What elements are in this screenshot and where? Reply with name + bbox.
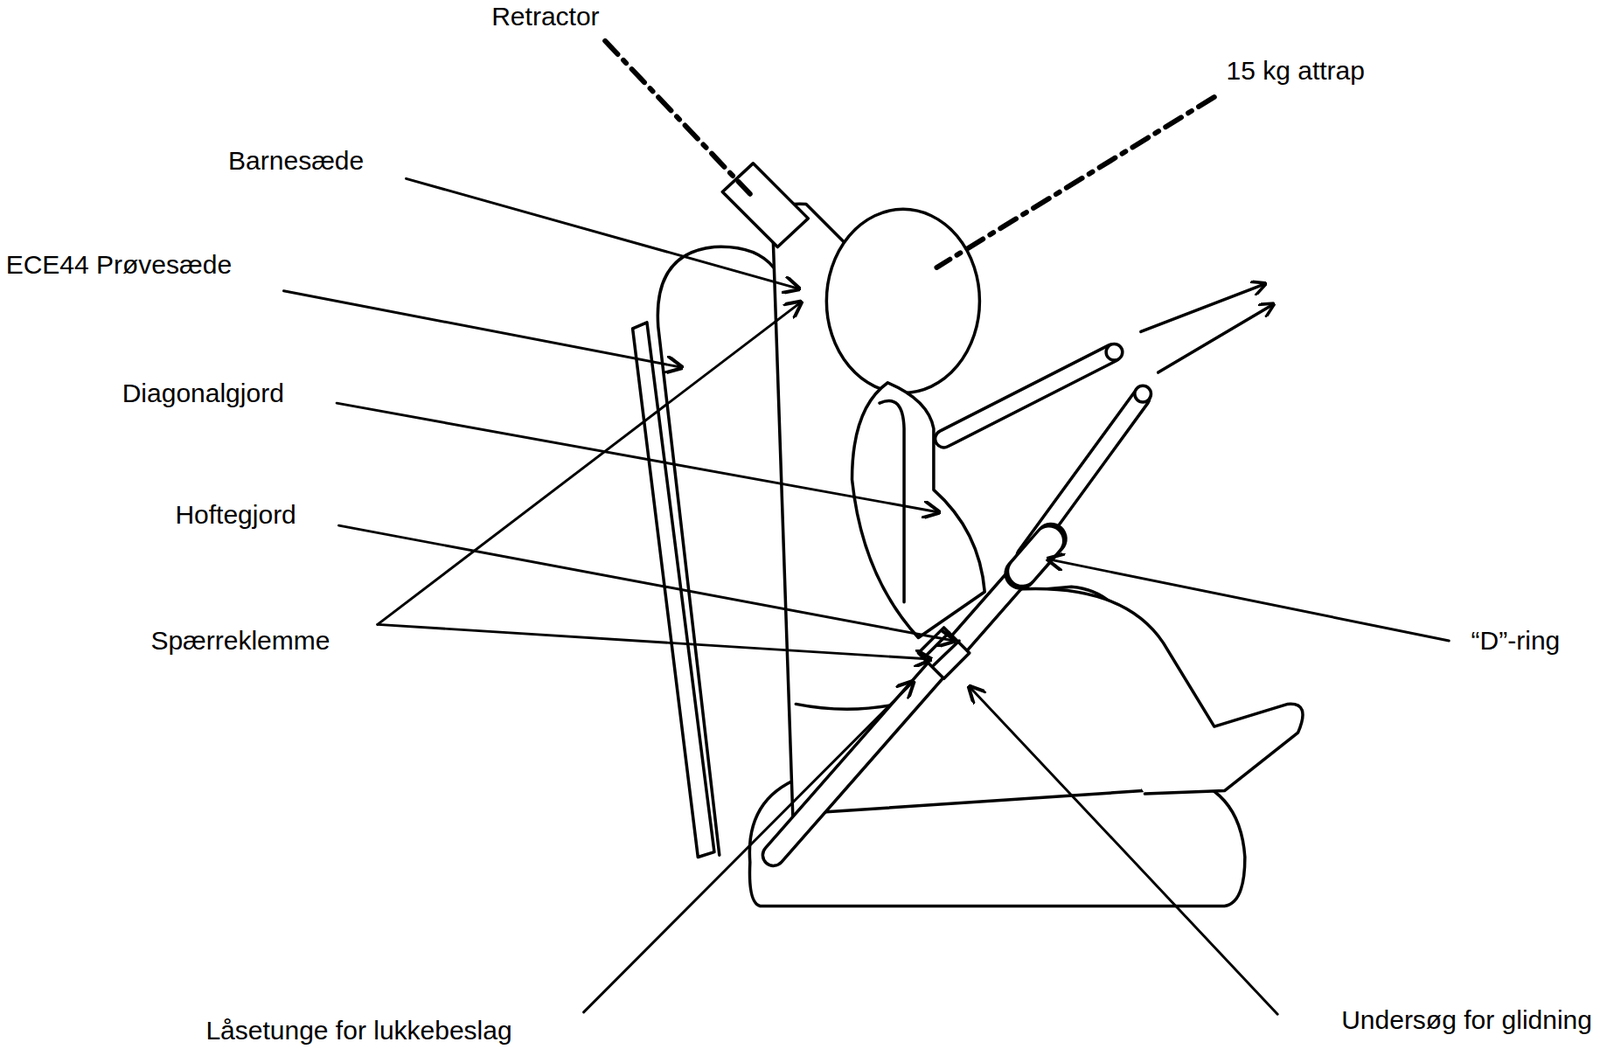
dummy-arm-fill — [944, 353, 1114, 439]
part-label: Undersøg for glidning — [1339, 1005, 1594, 1037]
part-label: Låsetunge for lukkebeslag — [203, 1015, 514, 1047]
dummy-arm — [944, 353, 1114, 439]
part-label: Barnesæde — [226, 146, 366, 177]
leader-line — [336, 403, 940, 513]
part-label: ECE44 Prøvesæde — [4, 250, 234, 281]
dummy-head — [826, 208, 980, 393]
part-label: Spærreklemme — [148, 626, 332, 657]
d-ring-fill — [1022, 541, 1049, 572]
leader-line — [936, 97, 1214, 268]
leader-line — [605, 41, 751, 195]
test-seat-bar — [633, 322, 715, 858]
pull-arrow — [1140, 284, 1266, 333]
pull-arrow — [1158, 304, 1274, 373]
lap-belt — [773, 538, 1051, 856]
part-label: 15 kg attrap — [1224, 55, 1367, 87]
arm-joint — [1106, 343, 1123, 361]
leader-line — [406, 178, 800, 289]
part-label: “D”-ring — [1469, 626, 1563, 657]
leader-line — [377, 624, 932, 660]
leader-line — [283, 291, 682, 369]
lap-belt-fill — [773, 538, 1051, 856]
leader-line — [584, 681, 914, 1013]
child-seat-edge — [795, 703, 898, 710]
part-label: Hoftegjord — [173, 500, 298, 531]
leader-line — [1048, 559, 1450, 641]
leader-line — [969, 687, 1278, 1016]
dummy-leg — [1009, 589, 1303, 795]
part-label: Diagonalgjord — [120, 378, 286, 410]
part-label: Retractor — [489, 1, 601, 33]
arm-joint — [1134, 385, 1152, 403]
d-ring — [1020, 538, 1051, 574]
leader-line — [377, 302, 801, 626]
